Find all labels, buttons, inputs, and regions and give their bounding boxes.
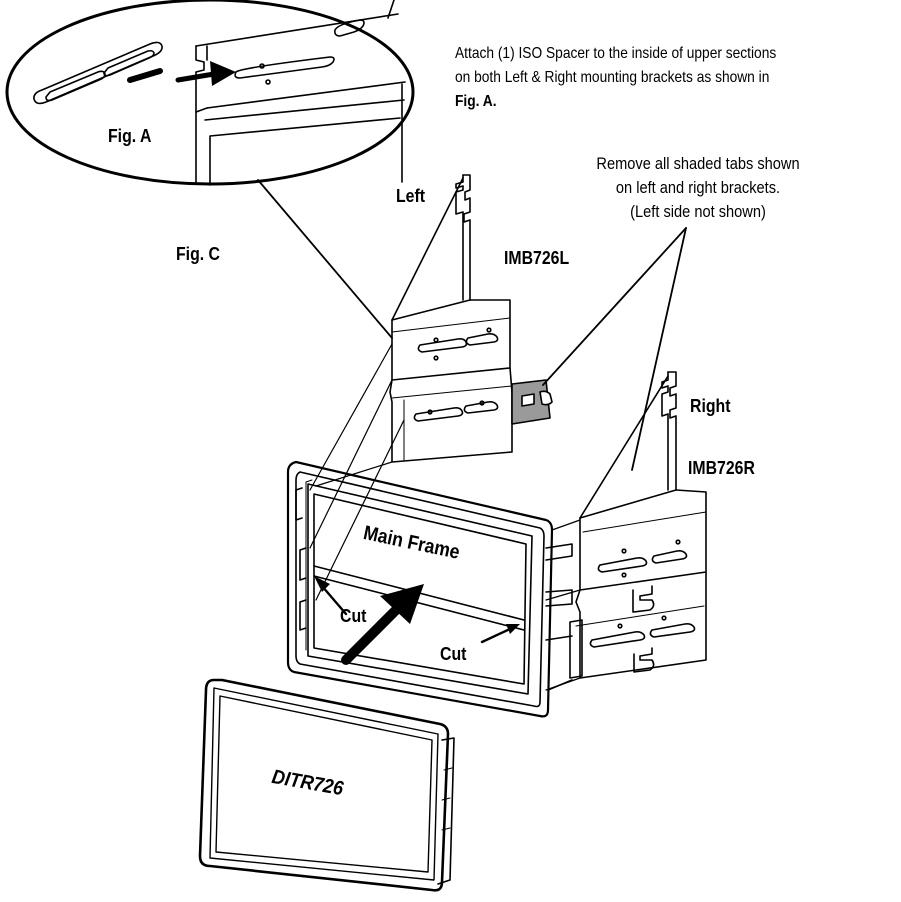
tabs-note: Remove all shaded tabs shown on left and… — [552, 152, 844, 224]
left-bracket — [389, 174, 553, 463]
instruction-line-2: on both Left & Right mounting brackets a… — [455, 69, 770, 86]
tabs-note-line-3: (Left side not shown) — [630, 202, 766, 221]
cut-left-label: Cut — [340, 606, 367, 626]
fig-a-bracket — [195, 0, 406, 186]
right-part-label: IMB726R — [688, 458, 755, 478]
cut-right-label: Cut — [440, 644, 467, 664]
fig-c-label: Fig. C — [176, 244, 220, 264]
instruction-line-1: Attach (1) ISO Spacer to the inside of u… — [455, 45, 777, 62]
fig-a-detail — [5, 0, 415, 186]
fig-a-leader — [257, 179, 393, 339]
fig-a-label: Fig. A — [108, 126, 152, 146]
instruction-line-3: Fig. A. — [455, 93, 497, 110]
main-frame — [286, 343, 581, 718]
ditr726-radio — [198, 678, 455, 892]
iso-spacer — [33, 41, 163, 105]
tabs-note-line-1: Remove all shaded tabs shown — [596, 154, 800, 173]
shaded-tab — [511, 379, 553, 425]
tabs-note-line-2: on left and right brackets. — [615, 178, 781, 197]
left-part-label: IMB726L — [504, 248, 570, 268]
right-bracket — [569, 371, 707, 679]
left-label: Left — [396, 186, 426, 206]
instruction-text: Attach (1) ISO Spacer to the inside of u… — [455, 42, 776, 114]
right-label: Right — [690, 396, 731, 416]
